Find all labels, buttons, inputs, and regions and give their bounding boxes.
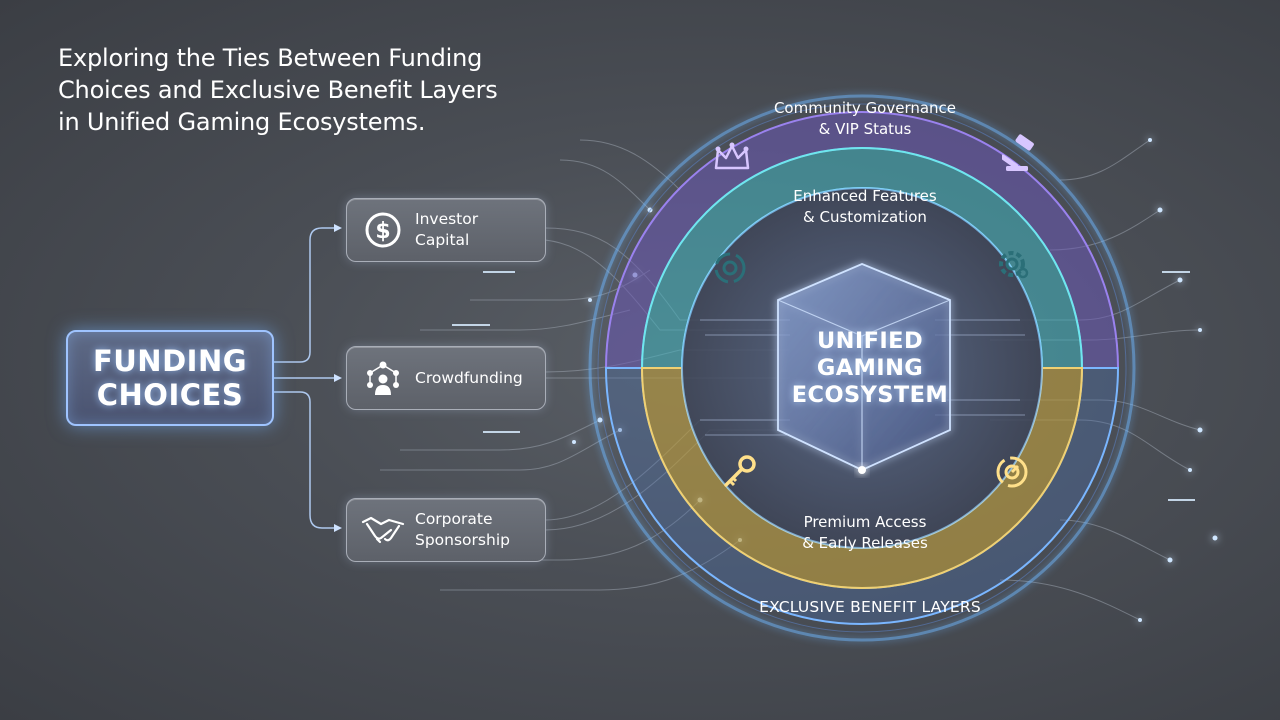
- crown-icon: [710, 136, 754, 180]
- inner-ring-label: Premium Access & Early Releases: [760, 512, 970, 554]
- core-line-3: ECOSYSTEM: [791, 382, 949, 408]
- core-label: UNIFIED GAMING ECOSYSTEM: [770, 328, 970, 409]
- middle-ring-line-2: & Customization: [803, 208, 927, 226]
- source-label-line-1: Crowdfunding: [415, 368, 523, 387]
- title-line-1: Exploring the Ties Between Funding: [58, 44, 483, 72]
- funding-choices-box[interactable]: FUNDING CHOICES: [66, 330, 274, 426]
- exclusive-benefit-layers-label: EXCLUSIVE BENEFIT LAYERS: [759, 598, 981, 616]
- title-line-3: in Unified Gaming Ecosystems.: [58, 108, 426, 136]
- gear-icon: [990, 242, 1034, 286]
- key-icon: [718, 450, 762, 494]
- dash-marks: [452, 271, 1195, 501]
- funding-line-2: CHOICES: [96, 378, 244, 412]
- svg-text:$: $: [375, 219, 390, 244]
- source-crowdfunding[interactable]: Crowdfunding: [346, 346, 546, 410]
- source-label-line-2: Sponsorship: [415, 531, 510, 549]
- middle-ring-line-1: Enhanced Features: [793, 187, 937, 205]
- handshake-icon: [361, 508, 405, 552]
- inner-ring-line-1: Premium Access: [803, 513, 927, 531]
- outer-ring-line-1: Community Governance: [773, 99, 957, 117]
- source-label-line-2: Capital: [415, 231, 470, 249]
- outer-ring-line-2: & VIP Status: [818, 120, 912, 138]
- gavel-icon: [1000, 132, 1044, 176]
- page-title: Exploring the Ties Between Funding Choic…: [58, 42, 578, 138]
- connector-arrows: [334, 224, 342, 532]
- title-line-2: Choices and Exclusive Benefit Layers: [58, 76, 498, 104]
- outer-glow-ring: [588, 94, 1136, 642]
- source-label-line-1: Corporate: [415, 510, 493, 528]
- network-people-icon: [361, 356, 405, 400]
- funding-line-1: FUNDING: [92, 344, 248, 378]
- clock-icon: [990, 450, 1034, 494]
- gear-cycle-icon: [708, 246, 752, 290]
- outer-ring-label: Community Governance & VIP Status: [740, 98, 990, 140]
- source-corporate-sponsorship[interactable]: Corporate Sponsorship: [346, 498, 546, 562]
- source-label-line-1: Investor: [415, 210, 479, 228]
- dollar-icon: $: [361, 208, 405, 252]
- source-investor-capital[interactable]: $ Investor Capital: [346, 198, 546, 262]
- inner-ring-line-2: & Early Releases: [802, 534, 928, 552]
- core-line-2: GAMING: [816, 355, 924, 381]
- funding-connectors: [272, 227, 340, 529]
- middle-ring-label: Enhanced Features & Customization: [750, 186, 980, 228]
- core-line-1: UNIFIED: [816, 328, 924, 354]
